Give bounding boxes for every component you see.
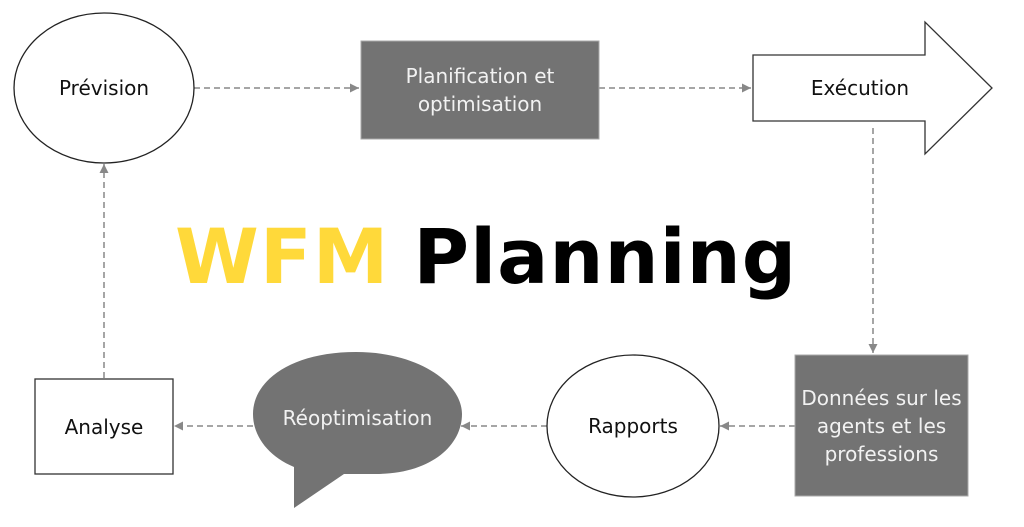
rapports-node — [546, 354, 720, 498]
title-wfm: WFM — [175, 211, 390, 301]
analyse-node — [34, 378, 174, 475]
execution-arrow-node — [752, 20, 993, 156]
prevision-label: Prévision — [58, 76, 150, 100]
execution-label: Exécution — [810, 76, 910, 100]
reoptimisation-label: Réoptimisation — [282, 406, 433, 430]
prevision-node — [13, 12, 195, 164]
rapports-label: Rapports — [588, 414, 678, 438]
planification-label: Planification et optimisation — [405, 64, 555, 116]
reoptimisation-bubble-node — [253, 352, 462, 508]
analyse-label: Analyse — [64, 415, 144, 439]
donnees-label: Données sur les agents et les profession… — [801, 385, 962, 466]
planification-node — [360, 40, 600, 140]
diagram-title: WFM Planning — [175, 212, 797, 301]
donnees-node — [794, 354, 969, 497]
title-planning: Planning — [413, 211, 798, 301]
